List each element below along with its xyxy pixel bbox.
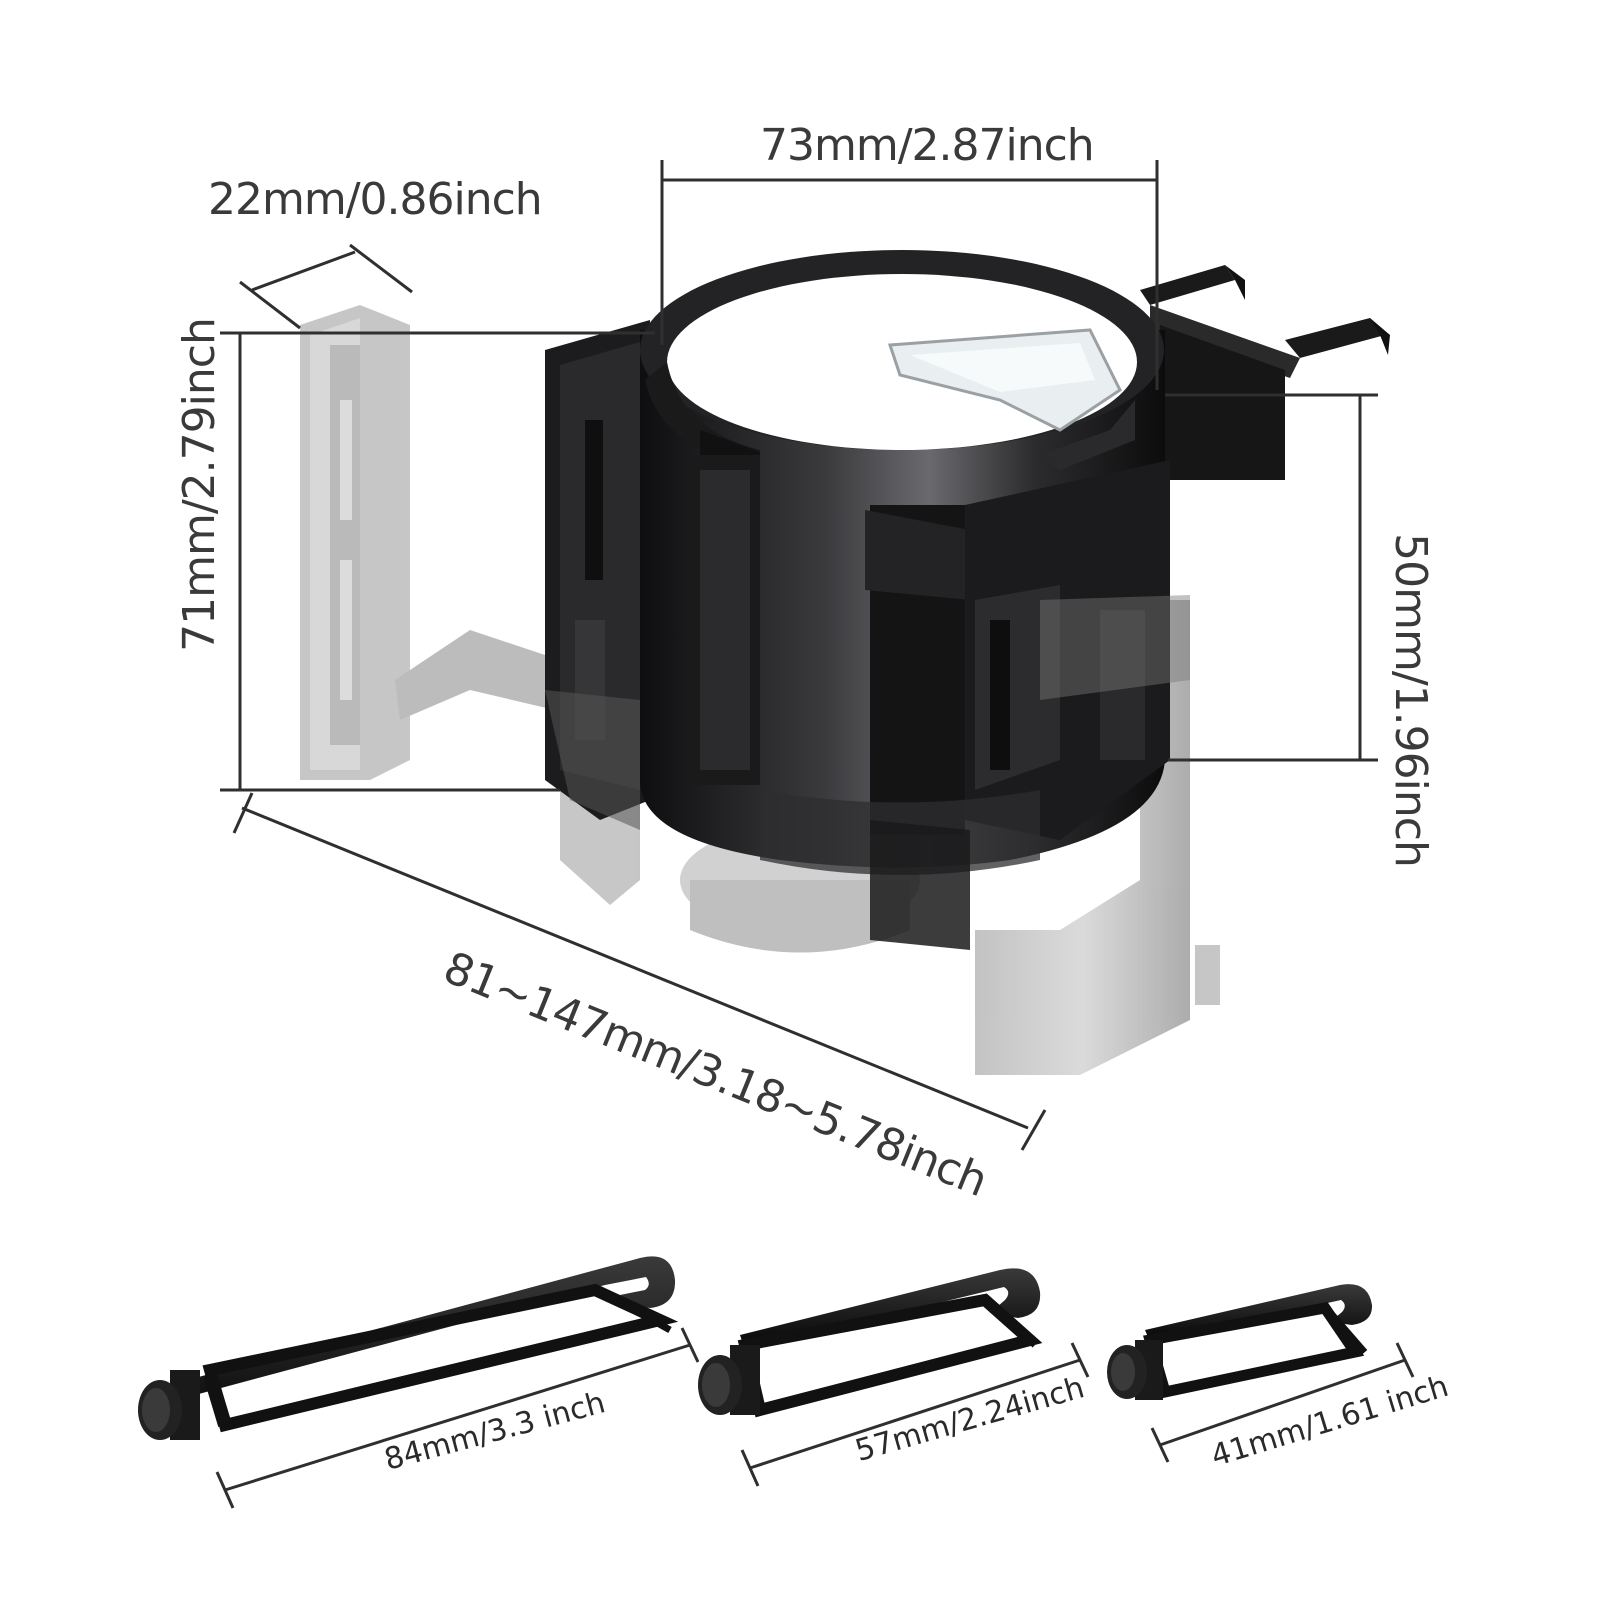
dim-cup-diameter — [660, 160, 1159, 390]
side-clip-panel — [300, 305, 410, 780]
cup-diameter-label: 73mm/2.87inch — [760, 120, 1095, 171]
dim-hook-small — [1150, 1342, 1415, 1463]
dim-hook-large — [215, 1327, 700, 1509]
dim-side-clip-height — [220, 331, 655, 792]
side-clip-width-label: 22mm/0.86inch — [208, 174, 543, 225]
cup-height-label: 50mm/1.96inch — [1385, 533, 1436, 867]
hook-small — [1107, 1284, 1373, 1400]
dim-side-clip-width — [239, 243, 413, 330]
side-clip-arm — [395, 630, 560, 720]
dim-cup-height — [1165, 393, 1378, 762]
dim-hook-medium — [740, 1342, 1090, 1487]
rear-vent-clips — [1140, 265, 1390, 480]
dim-adjustable-width — [232, 792, 1047, 1151]
side-clip-height-label: 71mm/2.79inch — [174, 318, 225, 652]
hook-large — [138, 1256, 679, 1440]
cup-holder-body — [545, 250, 1190, 950]
hook-medium — [698, 1268, 1043, 1418]
